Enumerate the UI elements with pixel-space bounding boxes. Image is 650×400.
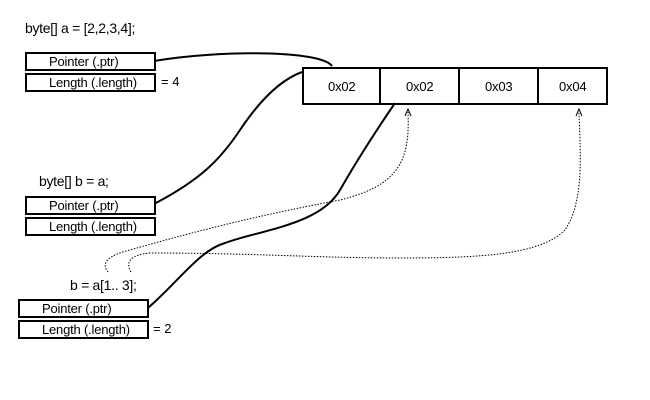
slice-length-field: Length (.length)	[18, 320, 149, 339]
b-pointer-connector	[153, 71, 303, 205]
b-pointer-field: Pointer (.ptr)	[25, 196, 156, 215]
slice-declaration: b = a[1.. 3];	[70, 277, 137, 293]
a-length-field: Length (.length)	[25, 73, 156, 92]
slice-start-index-connector	[104, 111, 409, 273]
slice-length-value: = 2	[153, 321, 172, 336]
slice-start-arrowhead-icon	[404, 107, 412, 117]
slice-length-label: Length (.length)	[42, 322, 130, 337]
slice-pointer-field: Pointer (.ptr)	[18, 299, 149, 318]
b-length-label: Length (.length)	[49, 219, 137, 234]
slice-pointer-connector	[147, 102, 396, 309]
slice-end-index-connector	[128, 111, 581, 273]
slice-end-arrowhead-icon	[575, 107, 583, 117]
a-pointer-connector	[153, 52, 333, 67]
a-pointer-field: Pointer (.ptr)	[25, 52, 156, 71]
a-length-label: Length (.length)	[49, 75, 137, 90]
memory-cell: 0x04	[559, 78, 587, 94]
memory-cell: 0x02	[304, 69, 382, 103]
memory-block: 0x02 0x02 0x03 0x04	[302, 67, 608, 105]
memory-cell: 0x03	[460, 69, 540, 103]
slice-pointer-label: Pointer (.ptr)	[42, 301, 112, 316]
b-length-field: Length (.length)	[25, 217, 156, 236]
b-pointer-label: Pointer (.ptr)	[49, 198, 119, 213]
a-pointer-label: Pointer (.ptr)	[49, 54, 119, 69]
array-b-declaration: byte[] b = a;	[39, 173, 109, 189]
memory-cell: 0x02	[381, 69, 460, 103]
array-a-declaration: byte[] a = [2,2,3,4];	[25, 20, 136, 36]
a-length-value: = 4	[161, 74, 180, 89]
